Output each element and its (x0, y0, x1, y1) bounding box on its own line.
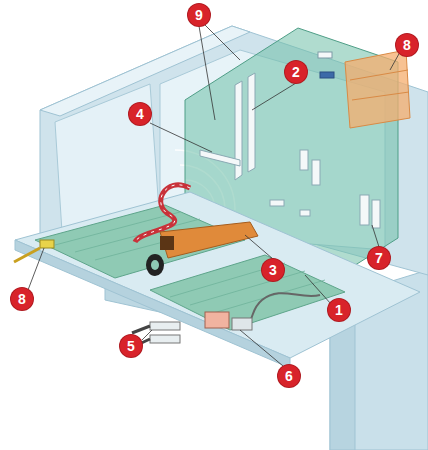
ferrite-core (146, 254, 164, 276)
callout-number: 7 (368, 247, 390, 269)
ferrite-hole (151, 260, 159, 270)
expansion-card (345, 50, 410, 128)
keyboard (35, 205, 345, 330)
callout-number: 8 (11, 288, 33, 310)
callout-number: 2 (285, 61, 307, 83)
ribbon-cable (160, 222, 258, 258)
card-edges (350, 70, 409, 100)
callout-number: 3 (262, 259, 284, 281)
front-connectors (14, 240, 252, 346)
small-connector (320, 72, 334, 78)
callout-number: 5 (120, 335, 142, 357)
small-connector (318, 52, 332, 58)
callout-number: 9 (188, 4, 210, 26)
ribbon-plug (160, 236, 174, 250)
leader-line (28, 24, 400, 366)
callout-number: 8 (396, 34, 418, 56)
grey-cable (245, 293, 320, 325)
callout-number: 1 (328, 299, 350, 321)
callout-number: 6 (278, 365, 300, 387)
callout-number: 4 (129, 103, 151, 125)
